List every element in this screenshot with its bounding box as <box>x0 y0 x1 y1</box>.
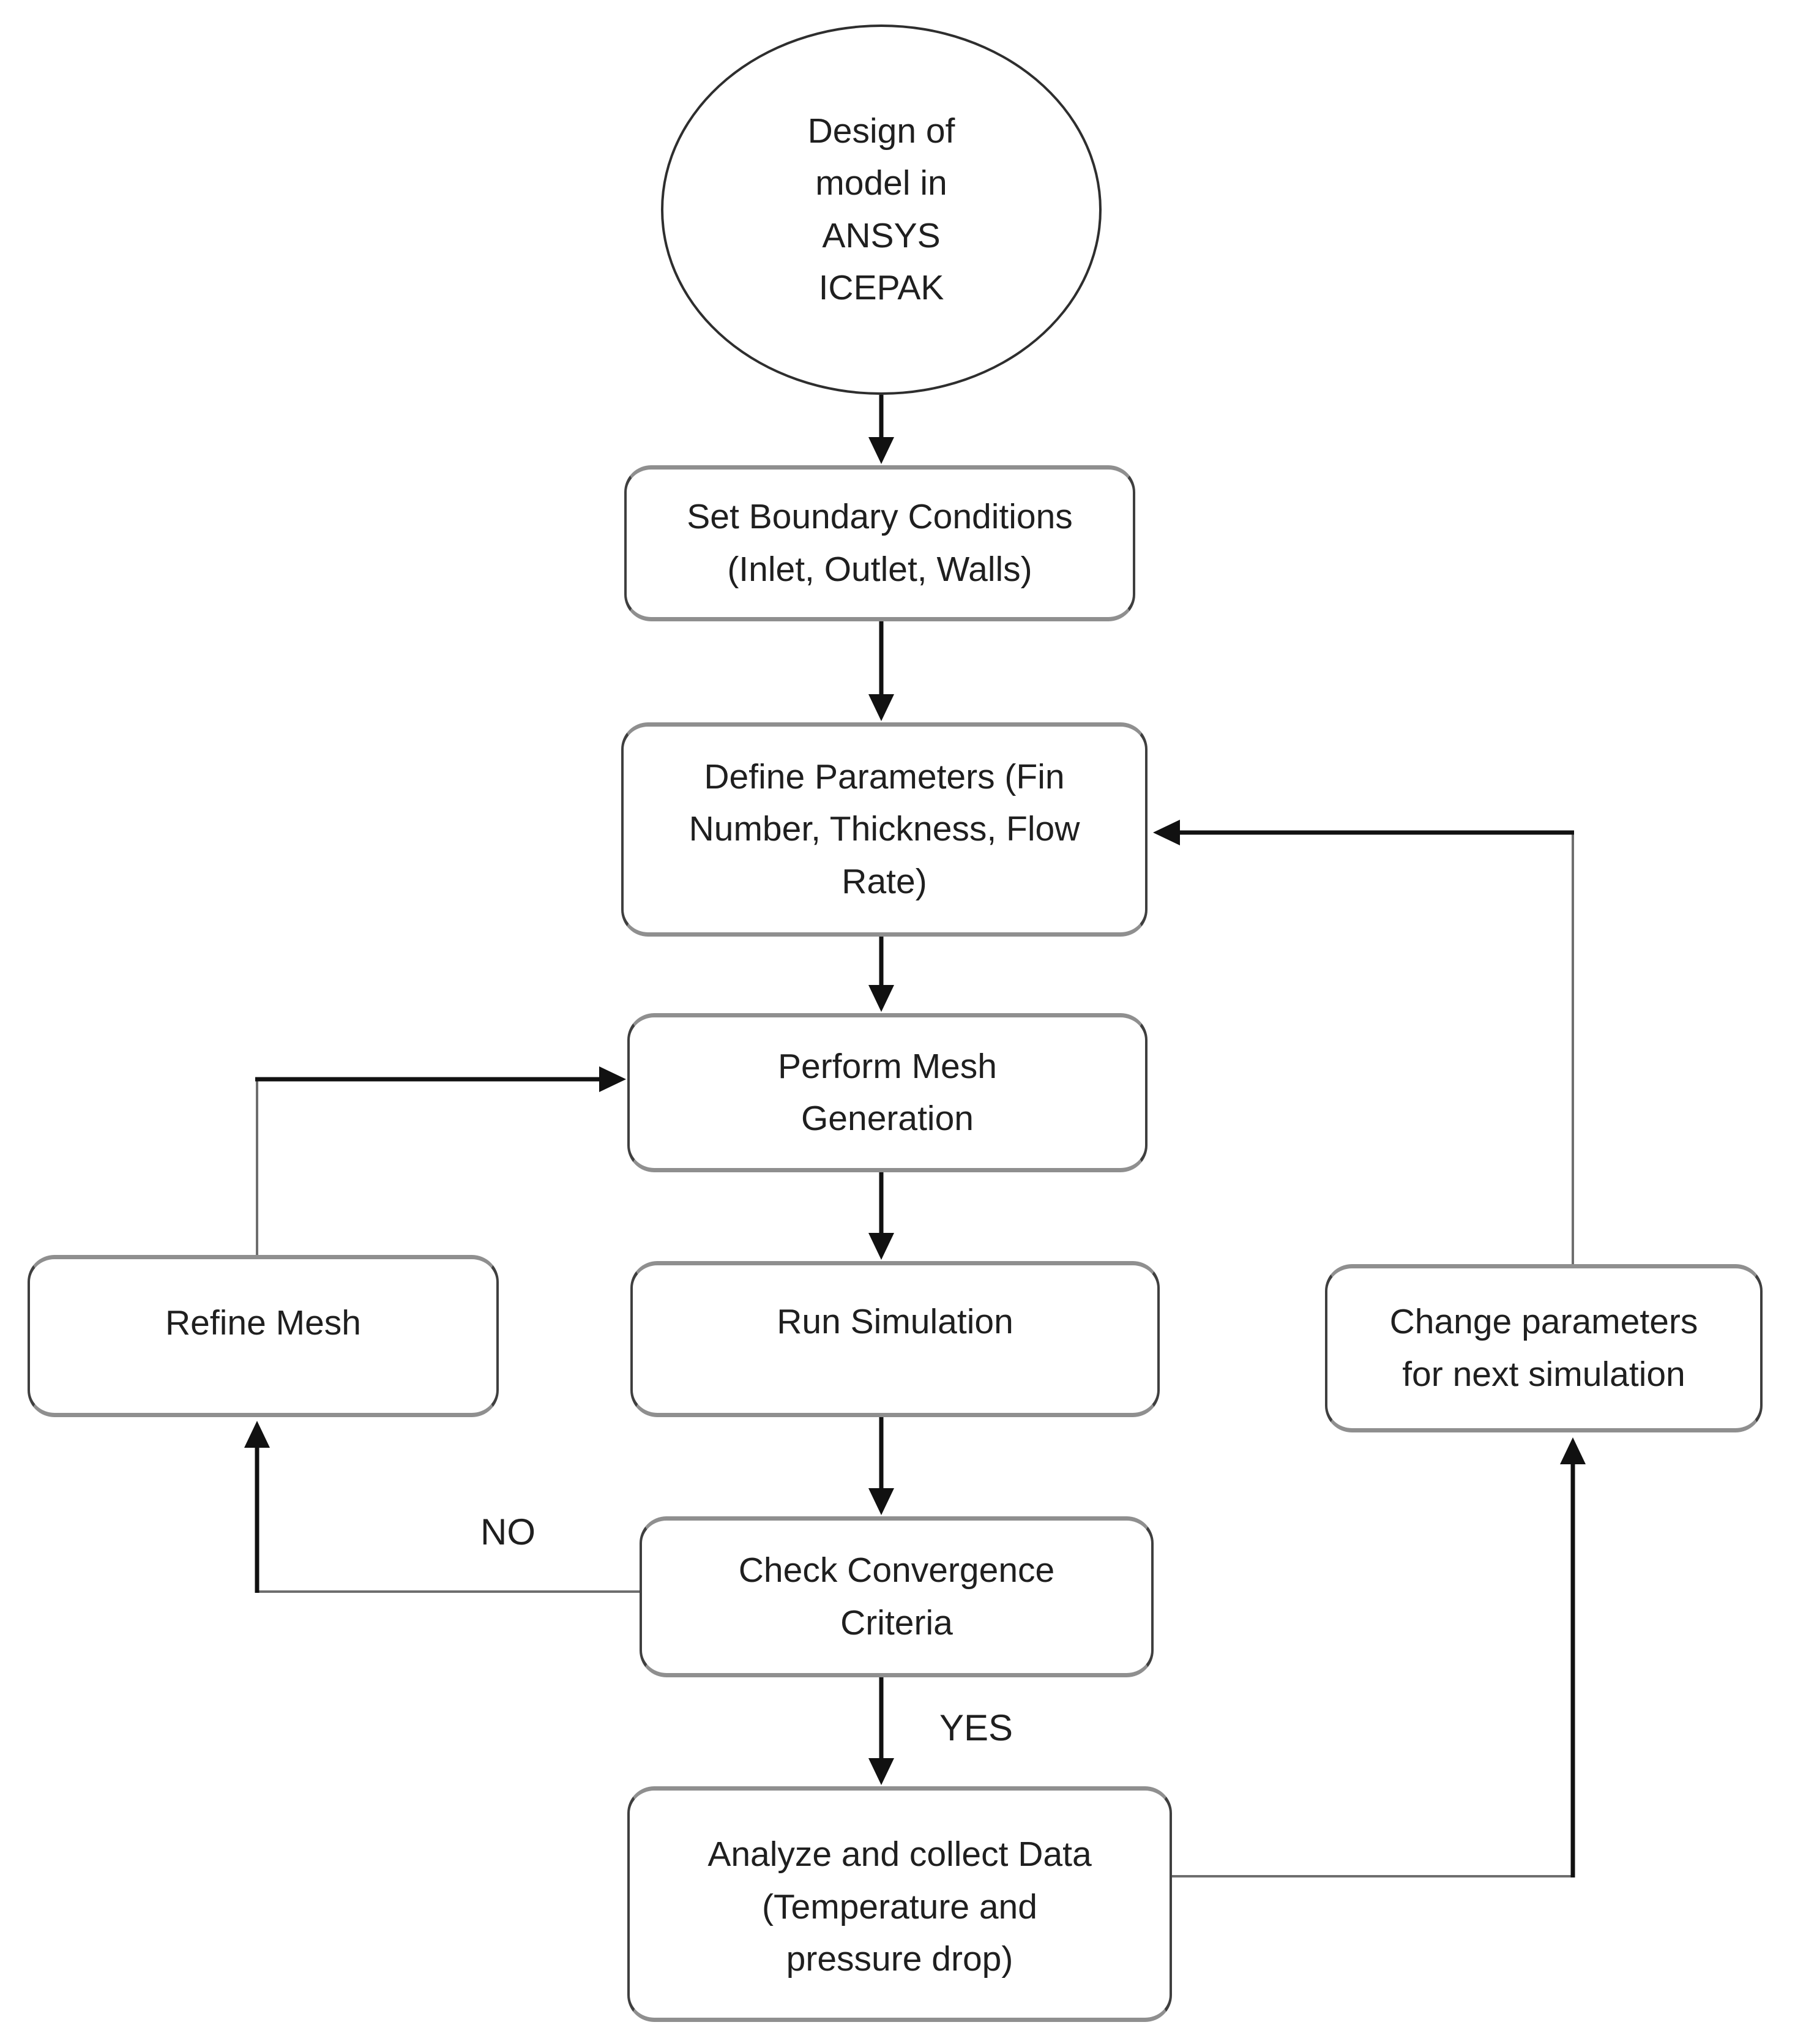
node-perform-mesh-generation: Perform Mesh Generation <box>627 1013 1148 1172</box>
edge-label-no: NO <box>480 1511 536 1552</box>
arrow-mesh-to-simulation <box>868 1172 894 1260</box>
node-run-simulation: Run Simulation <box>630 1261 1160 1417</box>
edge-label-yes: YES <box>939 1707 1013 1748</box>
node-design-model: Design of model in ANSYS ICEPAK <box>661 24 1102 395</box>
arrow-design-to-boundary <box>868 395 894 464</box>
arrow-boundary-to-parameters <box>868 621 894 721</box>
arrow-simulation-to-convergence <box>868 1417 894 1515</box>
node-analyze-collect-data: Analyze and collect Data (Temperature an… <box>627 1786 1172 2022</box>
node-refine-mesh: Refine Mesh <box>28 1255 499 1417</box>
connector-change-to-parameters <box>1153 820 1574 1264</box>
connector-refine-to-mesh <box>255 1066 626 1255</box>
node-define-parameters: Define Parameters (Fin Number, Thickness… <box>621 722 1148 937</box>
arrow-parameters-to-mesh <box>868 937 894 1012</box>
arrow-convergence-to-analyze <box>868 1677 894 1785</box>
connector-analyze-to-change <box>1172 1437 1586 1877</box>
node-change-parameters: Change parameters for next simulation <box>1325 1264 1763 1432</box>
node-check-convergence: Check Convergence Criteria <box>640 1516 1154 1677</box>
node-set-boundary-conditions: Set Boundary Conditions (Inlet, Outlet, … <box>624 465 1135 621</box>
connector-convergence-no-to-refine <box>244 1421 640 1593</box>
